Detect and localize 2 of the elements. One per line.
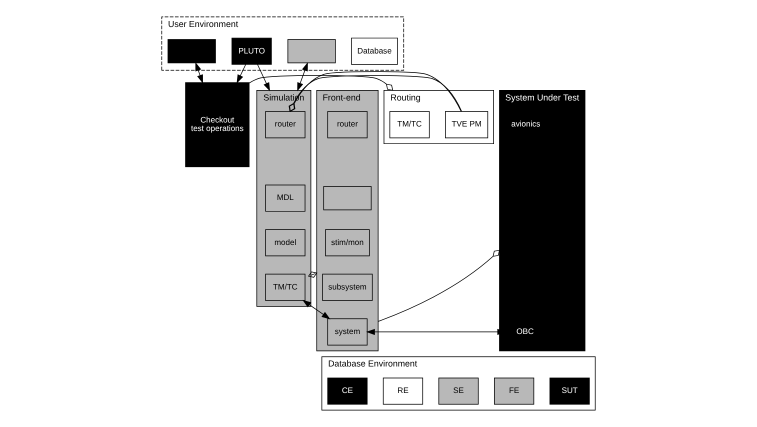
node-text: OBC [516,326,534,336]
node-text: avionics [511,120,540,129]
